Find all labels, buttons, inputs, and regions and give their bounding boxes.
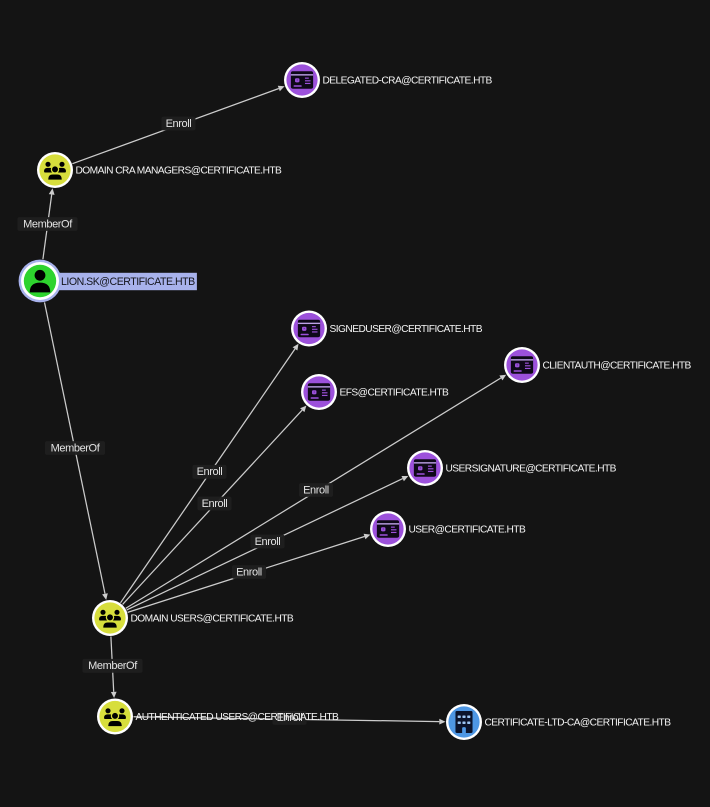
svg-text:MemberOf: MemberOf (88, 660, 138, 672)
svg-text:Enroll: Enroll (197, 466, 223, 478)
svg-text:MemberOf: MemberOf (51, 443, 101, 455)
svg-text:EFS@CERTIFICATE.HTB: EFS@CERTIFICATE.HTB (340, 388, 450, 399)
svg-text:LION.SK@CERTIFICATE.HTB: LION.SK@CERTIFICATE.HTB (61, 276, 195, 288)
svg-text:Enroll: Enroll (255, 536, 281, 548)
svg-text:Enroll: Enroll (202, 498, 228, 510)
svg-text:DOMAIN CRA MANAGERS@CERTIFICAT: DOMAIN CRA MANAGERS@CERTIFICATE.HTB (76, 166, 283, 177)
svg-text:AUTHENTICATED USERS@CERTIFICAT: AUTHENTICATED USERS@CERTIFICATE.HTB (136, 712, 340, 723)
svg-text:MemberOf: MemberOf (23, 219, 73, 231)
svg-text:USERSIGNATURE@CERTIFICATE.HTB: USERSIGNATURE@CERTIFICATE.HTB (446, 464, 617, 475)
svg-text:DOMAIN USERS@CERTIFICATE.HTB: DOMAIN USERS@CERTIFICATE.HTB (131, 614, 294, 625)
svg-text:SIGNEDUSER@CERTIFICATE.HTB: SIGNEDUSER@CERTIFICATE.HTB (330, 324, 483, 335)
svg-text:Enroll: Enroll (166, 118, 192, 130)
svg-text:CLIENTAUTH@CERTIFICATE.HTB: CLIENTAUTH@CERTIFICATE.HTB (543, 361, 692, 372)
svg-text:Enroll: Enroll (303, 485, 329, 497)
svg-text:USER@CERTIFICATE.HTB: USER@CERTIFICATE.HTB (409, 525, 526, 536)
svg-text:CERTIFICATE-LTD-CA@CERTIFICATE: CERTIFICATE-LTD-CA@CERTIFICATE.HTB (485, 718, 672, 729)
svg-text:Enroll: Enroll (236, 567, 262, 579)
svg-text:DELEGATED-CRA@CERTIFICATE.HTB: DELEGATED-CRA@CERTIFICATE.HTB (323, 76, 493, 87)
svg-text:Enroll: Enroll (277, 712, 303, 724)
